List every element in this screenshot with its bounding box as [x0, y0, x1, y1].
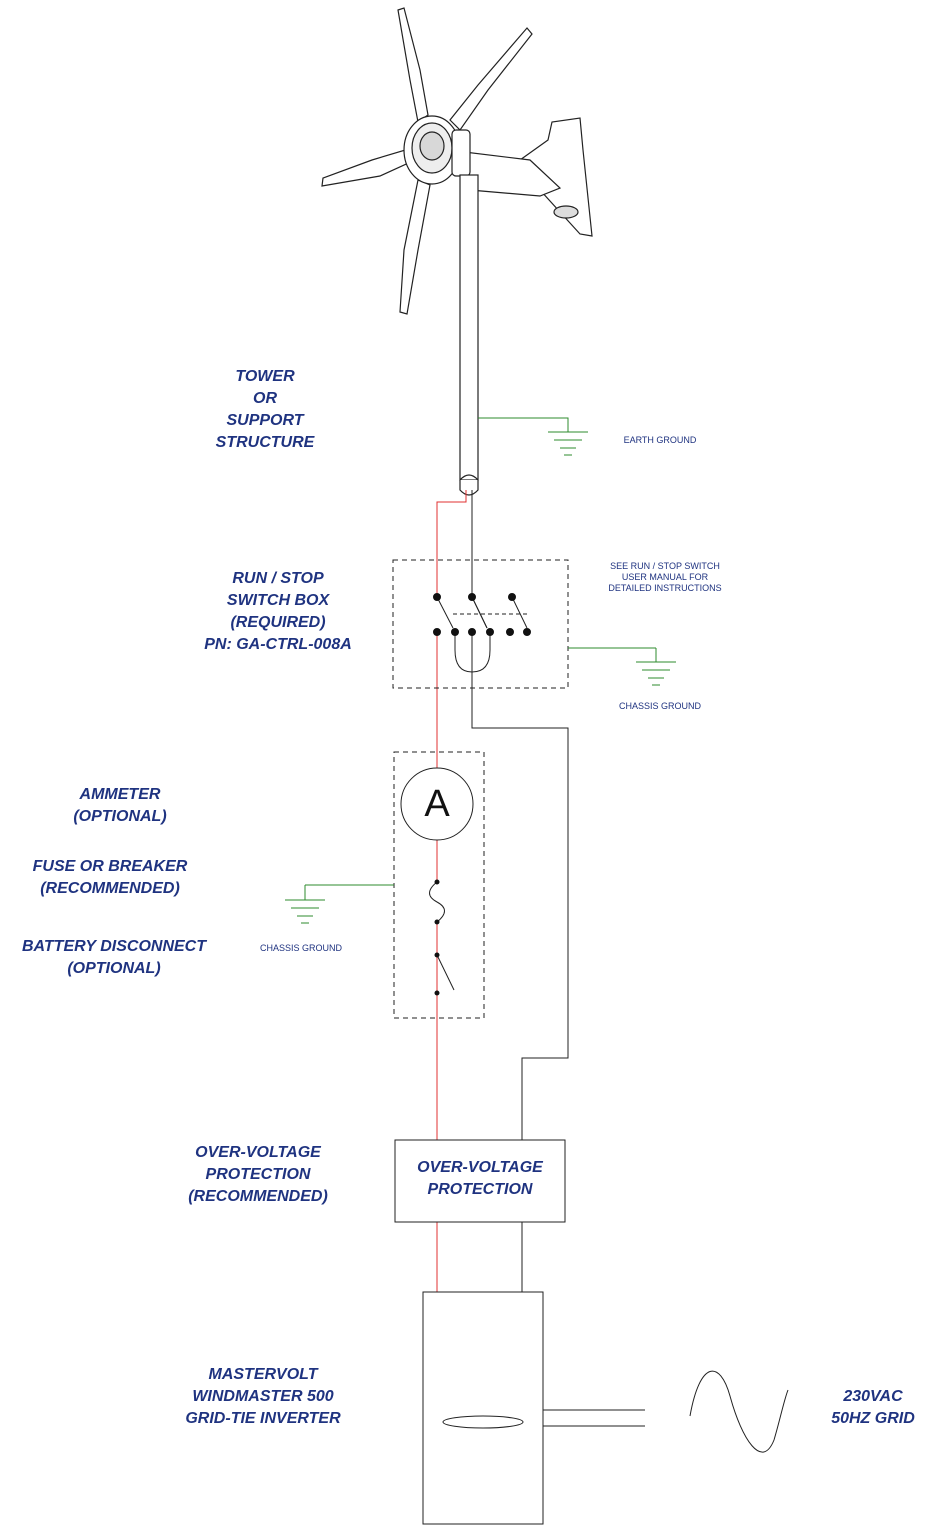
wind-turbine-icon — [321, 7, 593, 315]
earth-ground-note: EARTH GROUND — [623, 435, 697, 445]
earth-ground-connection — [478, 417, 588, 456]
ground-symbol-icon — [636, 661, 676, 686]
sine-wave-icon — [689, 1370, 789, 1453]
ammeter-symbol — [400, 767, 474, 841]
ground-symbol-icon — [548, 431, 588, 456]
fuse-label: FUSE OR BREAKER(RECOMMENDED) — [32, 858, 188, 897]
meter-fuse-box — [285, 751, 485, 1019]
chassis-ground-note-meter: CHASSIS GROUND — [259, 943, 342, 953]
inverter-box — [422, 1291, 645, 1525]
run-stop-switch-box — [392, 559, 676, 689]
ovp-box — [394, 1139, 566, 1223]
ground-symbol-icon — [285, 899, 325, 924]
disconnect-switch-symbol — [436, 954, 455, 991]
battery-disconnect-label: BATTERY DISCONNECT(OPTIONAL) — [21, 938, 206, 977]
tower-pole — [459, 174, 479, 496]
chassis-ground-note-switch: CHASSIS GROUND — [618, 701, 701, 711]
fuse-symbol — [429, 881, 445, 923]
switch-terminals — [433, 593, 531, 636]
meter-terminals — [434, 879, 440, 996]
ammeter-symbol-letter: A — [424, 783, 450, 825]
ammeter-label: AMMETER(OPTIONAL) — [73, 786, 167, 825]
